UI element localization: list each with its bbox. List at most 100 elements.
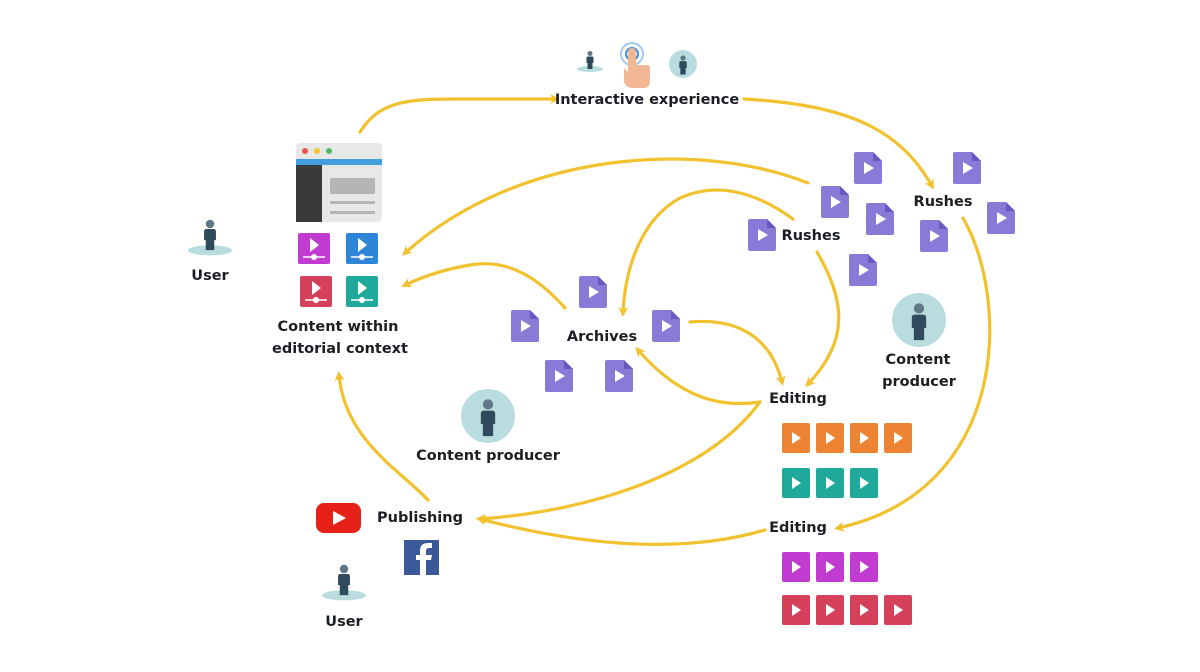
video-clip-icon	[816, 468, 844, 498]
scrub-knob	[311, 254, 317, 260]
person-figure	[911, 303, 927, 341]
edge-editing_a-to-archives	[635, 346, 762, 406]
video-file-icon	[652, 310, 680, 342]
video-clip-icon	[782, 595, 810, 625]
video-clip-icon	[782, 468, 810, 498]
video-file-icon	[545, 360, 573, 392]
play-glyph	[860, 604, 869, 616]
video-clip-icon	[884, 595, 912, 625]
node-label-interactive-experience: Interactive experience	[554, 92, 740, 108]
window-text-line	[330, 201, 375, 204]
edge-publishing-to-content	[334, 371, 430, 502]
person-figure	[204, 219, 216, 251]
video-file-icon	[605, 360, 633, 392]
edges-layer	[334, 94, 992, 547]
facebook-f	[416, 543, 432, 575]
window-sidebar	[296, 165, 322, 222]
play-glyph	[826, 477, 835, 489]
user-icon-interactive	[577, 51, 603, 72]
content-producer-icon-right	[892, 293, 946, 347]
node-label-rushes-a: Rushes	[781, 228, 841, 244]
hand-shape	[624, 48, 650, 88]
edge-rushes_a-to-archives	[618, 188, 795, 317]
play-glyph	[312, 281, 321, 295]
window-close-dot	[302, 148, 308, 154]
content-producer-icon-center	[461, 389, 515, 443]
video-file-icon	[854, 152, 882, 184]
play-glyph	[860, 477, 869, 489]
video-clip-icon	[850, 423, 878, 453]
play-glyph	[894, 432, 903, 444]
edge-rushes_b-to-editing_b	[834, 216, 992, 532]
person-figure	[586, 51, 594, 69]
video-clip-icon	[816, 552, 844, 582]
video-file-icon	[920, 220, 948, 252]
video-clip-icon	[816, 423, 844, 453]
scrub-knob	[359, 254, 365, 260]
play-glyph	[358, 238, 367, 252]
window-content-block	[330, 178, 375, 194]
node-label-rushes-b: Rushes	[913, 194, 973, 210]
youtube-icon	[316, 503, 361, 533]
node-label-publishing: Publishing	[377, 510, 463, 526]
play-glyph	[792, 604, 801, 616]
video-file-icon	[511, 310, 539, 342]
node-label-editing-a: Editing	[769, 391, 827, 407]
play-glyph	[310, 238, 319, 252]
person-figure	[679, 55, 687, 75]
play-glyph	[792, 561, 801, 573]
user-icon-left	[187, 219, 233, 256]
node-label-user-left: User	[191, 268, 229, 284]
edge-interactive-to-rushes_b	[742, 97, 934, 190]
edge-editing_b-to-publishing	[476, 515, 767, 547]
node-label-content-producer-center: Content producer	[416, 448, 560, 464]
edge-rushes_a-to-editing_a	[805, 250, 841, 387]
video-clip-icon	[782, 423, 810, 453]
node-label-content-producer-right-2: producer	[882, 374, 956, 390]
edge-archives-to-editing_a	[688, 319, 786, 386]
edge-editing_a-to-publishing	[476, 400, 762, 524]
edge-archives-to-content	[401, 262, 567, 310]
person-figure	[338, 564, 350, 596]
user-platform	[321, 590, 367, 601]
video-clip-icon	[850, 552, 878, 582]
facebook-icon	[404, 540, 439, 575]
node-label-user-bottom: User	[325, 614, 363, 630]
video-file-icon	[953, 152, 981, 184]
window-maximize-dot	[326, 148, 332, 154]
window-toolbar	[296, 159, 382, 165]
play-glyph	[860, 432, 869, 444]
scrub-knob	[313, 297, 319, 303]
video-clip-icon	[816, 595, 844, 625]
video-player-icon	[300, 276, 332, 307]
node-label-editing-b: Editing	[769, 520, 827, 536]
play-glyph	[358, 281, 367, 295]
video-file-icon	[579, 276, 607, 308]
video-clip-icon	[884, 423, 912, 453]
video-clip-icon	[850, 468, 878, 498]
video-file-icon	[821, 186, 849, 218]
video-clip-icon	[850, 595, 878, 625]
icons-layer	[187, 42, 1015, 625]
video-clip-icon	[782, 552, 810, 582]
play-glyph	[826, 432, 835, 444]
user-platform	[577, 66, 603, 72]
video-file-icon	[849, 254, 877, 286]
video-file-icon	[866, 203, 894, 235]
node-label-content-line1: Content within	[277, 319, 399, 335]
play-glyph	[826, 604, 835, 616]
play-glyph	[792, 477, 801, 489]
play-glyph	[894, 604, 903, 616]
node-label-archives: Archives	[566, 329, 638, 345]
person-figure	[480, 399, 496, 437]
video-player-icon	[346, 276, 378, 307]
user-icon-bottom	[321, 564, 367, 601]
edge-content-to-interactive	[358, 94, 560, 134]
scrub-knob	[359, 297, 365, 303]
touch-icon	[620, 42, 650, 88]
edge-rushes_a-to-content	[402, 157, 810, 256]
node-label-content-producer-right-1: Content	[885, 352, 951, 368]
youtube-play	[333, 511, 346, 525]
